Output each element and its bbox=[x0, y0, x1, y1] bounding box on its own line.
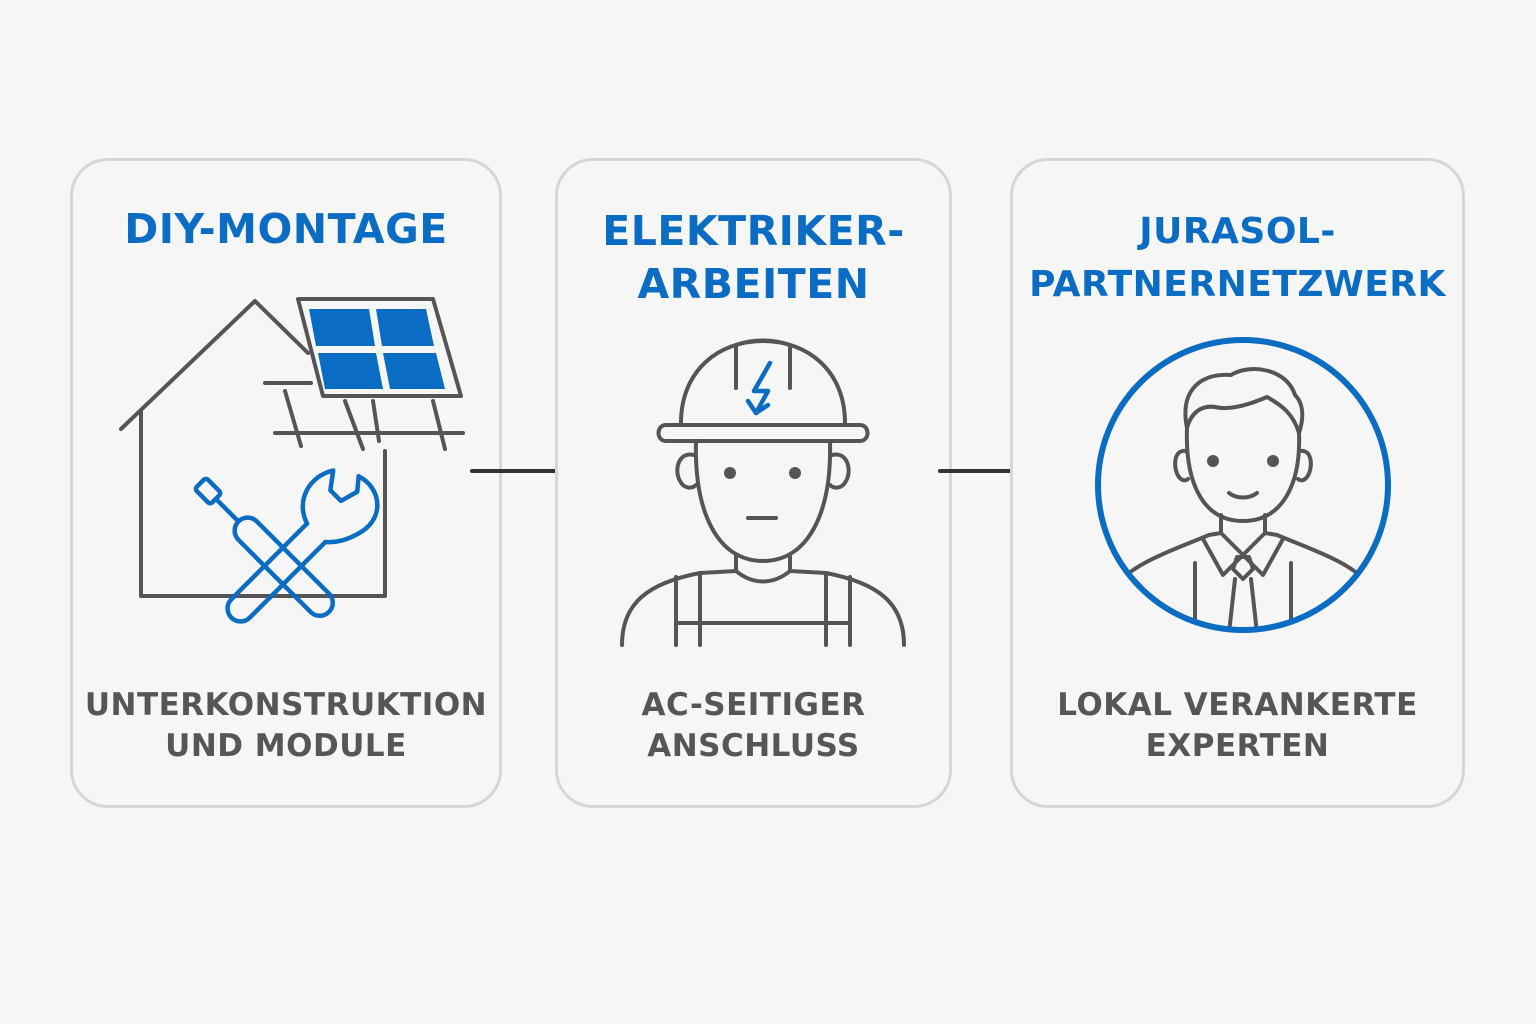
step-caption-line: UNTERKONSTRUKTION bbox=[84, 687, 488, 723]
step-caption-line: AC-SEITIGER bbox=[641, 687, 866, 723]
step-card-elektriker: ELEKTRIKER- ARBEITEN bbox=[555, 158, 952, 808]
step-card-jurasol: JURASOL- PARTNERNETZWERK bbox=[1010, 158, 1465, 808]
step-caption-line: UND MODULE bbox=[165, 728, 407, 764]
step-caption: UNTERKONSTRUKTION UND MODULE bbox=[73, 685, 499, 767]
step-title: JURASOL- PARTNERNETZWERK bbox=[1013, 205, 1462, 311]
step-title: DIY-MONTAGE bbox=[73, 203, 499, 256]
house-solar-tools-icon bbox=[119, 297, 465, 624]
step-caption-line: LOKAL VERANKERTE bbox=[1057, 687, 1418, 723]
step-title-line: ELEKTRIKER- bbox=[602, 207, 905, 255]
step-caption: LOKAL VERANKERTE EXPERTEN bbox=[1013, 685, 1462, 767]
step-title-line: DIY-MONTAGE bbox=[124, 205, 448, 253]
step-caption-line: EXPERTEN bbox=[1145, 728, 1330, 764]
step-title-line: JURASOL- bbox=[1139, 211, 1336, 252]
step-title: ELEKTRIKER- ARBEITEN bbox=[558, 205, 949, 311]
expert-person-icon bbox=[1095, 337, 1391, 633]
step-card-diy-montage: DIY-MONTAGE bbox=[70, 158, 502, 808]
step-caption: AC-SEITIGER ANSCHLUSS bbox=[558, 685, 949, 767]
step-title-line: ARBEITEN bbox=[637, 260, 870, 308]
step-title-line: PARTNERNETZWERK bbox=[1029, 264, 1446, 305]
step-caption-line: ANSCHLUSS bbox=[647, 728, 860, 764]
electrician-helmet-icon bbox=[620, 338, 906, 647]
